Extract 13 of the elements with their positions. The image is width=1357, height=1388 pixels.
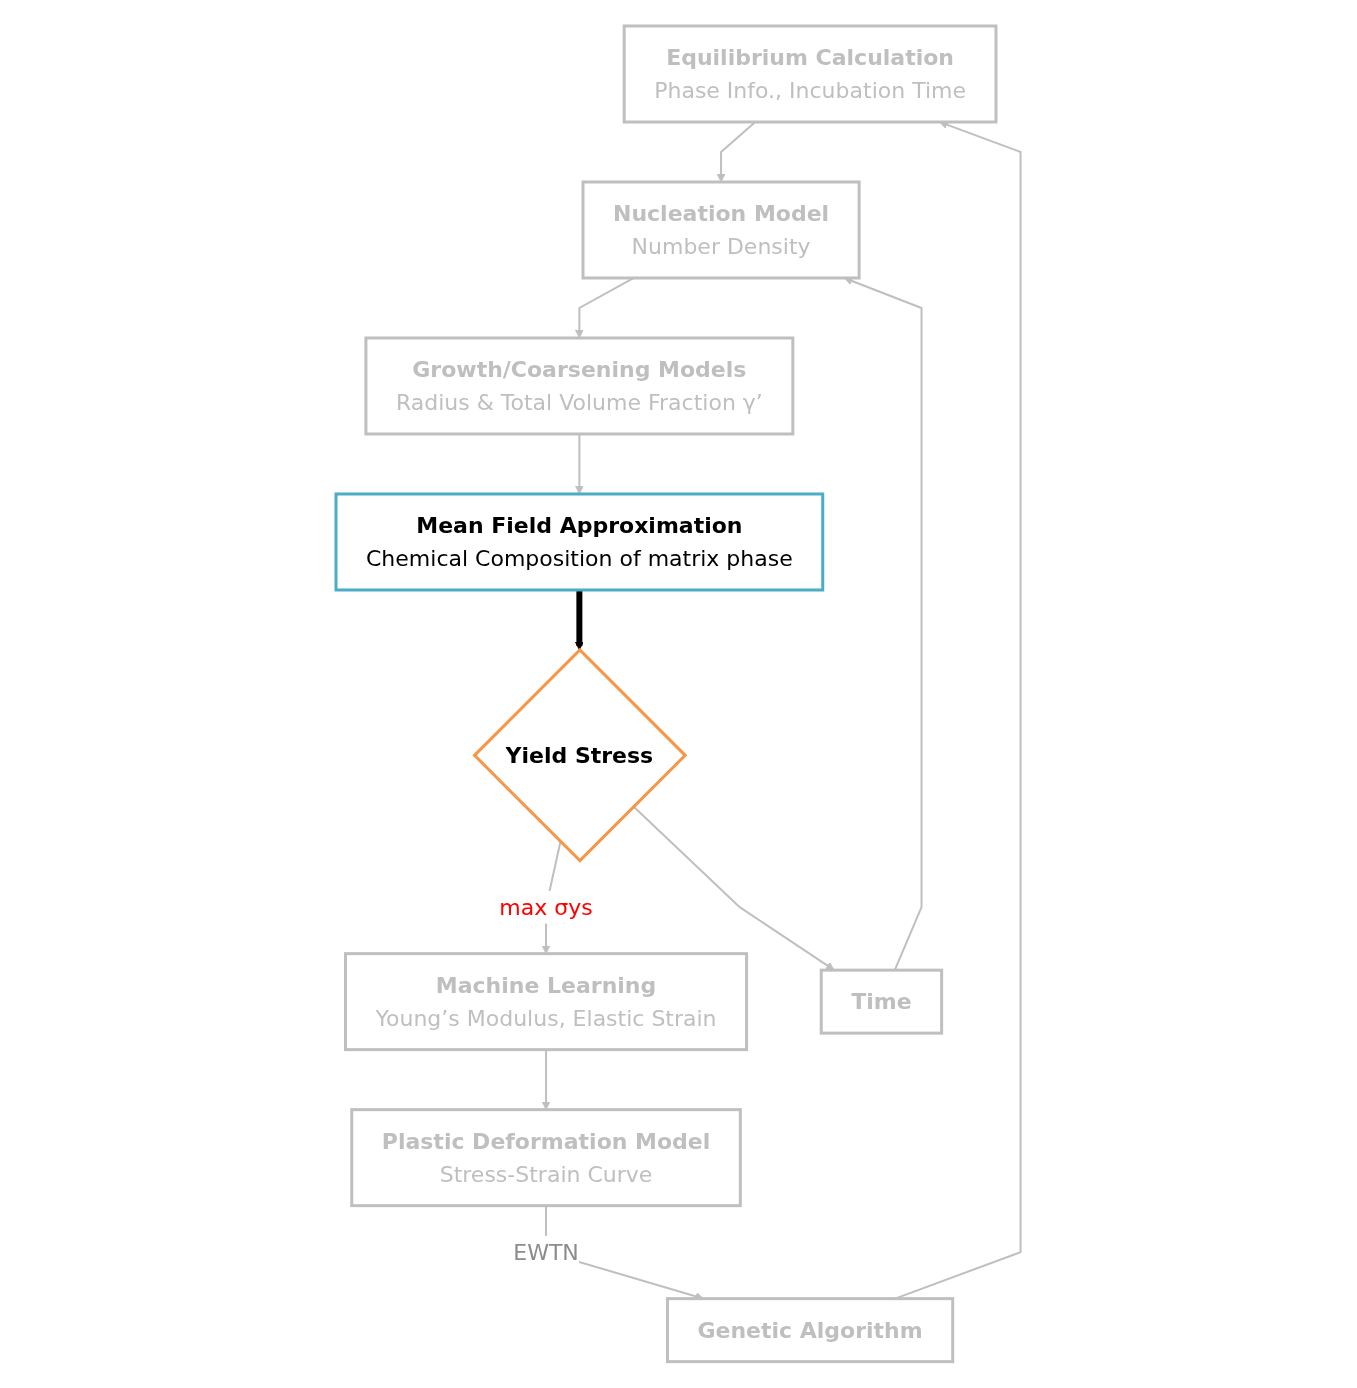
node-box: Nucleation Model Number Density [581, 180, 861, 280]
edge-label: max σys [499, 894, 593, 920]
node-box: Genetic Algorithm [666, 1297, 955, 1364]
node-box: Machine Learning Young’s Modulus, Elastic Strain [344, 952, 749, 1052]
node-box: Growth/Coarsening Models Radius & Total Volume Fraction γ’ [364, 336, 795, 436]
arrow [632, 805, 835, 971]
node-box: Equilibrium Calculation Phase Info., Incubation Time [622, 24, 998, 124]
arrow [575, 590, 584, 651]
node-box: Time [819, 968, 944, 1035]
edge-label: EWTN [513, 1239, 580, 1265]
node-diamond: Yield Stress [472, 648, 688, 863]
node-box: Plastic Deformation Model Stress-Strain Curve [350, 1108, 743, 1208]
node-box: Mean Field Approximation Chemical Composition of matrix phase [334, 492, 825, 592]
